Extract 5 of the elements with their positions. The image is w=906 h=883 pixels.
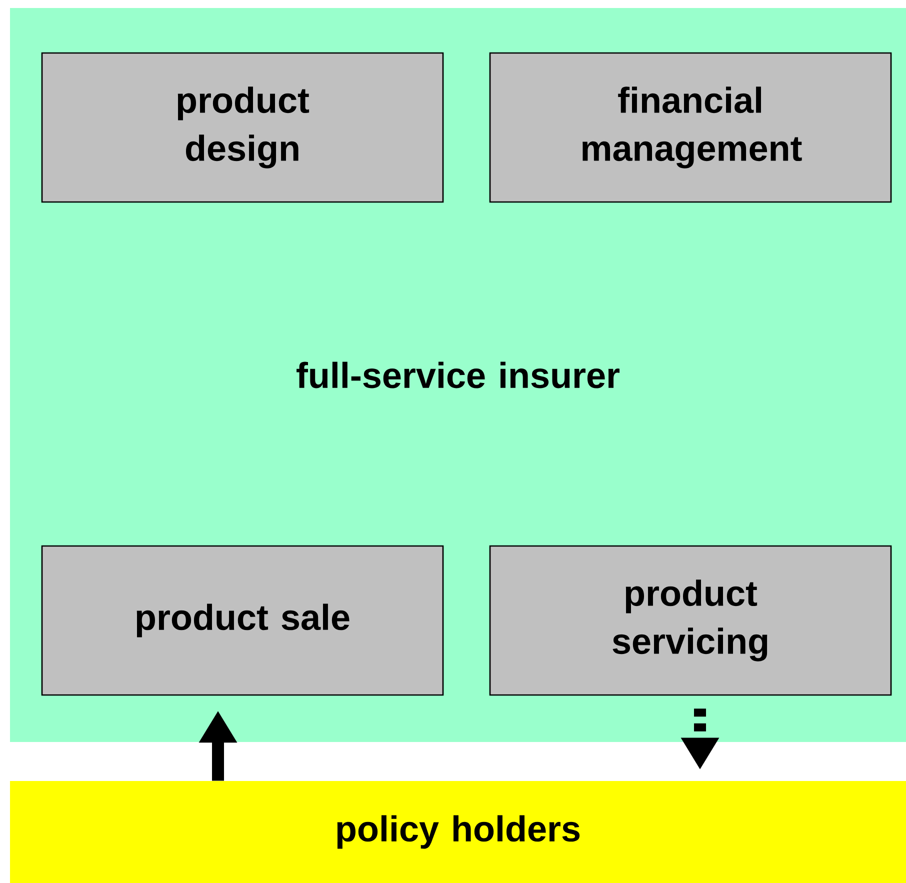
process-box: financial management [489,52,892,203]
process-box: product design [41,52,444,203]
process-box: product sale [41,545,444,696]
process-box: product servicing [489,545,892,696]
band: policy holders [10,781,906,883]
